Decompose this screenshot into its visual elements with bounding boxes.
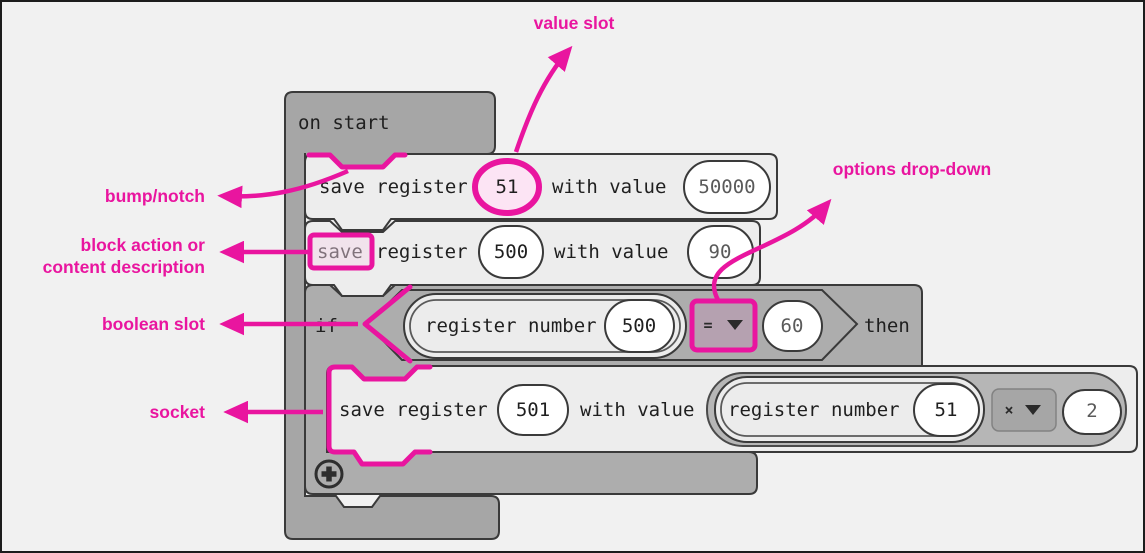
block4-label-mid: with value bbox=[580, 399, 694, 421]
then-keyword-label: then bbox=[864, 315, 910, 337]
block4-label-pre: save register bbox=[339, 399, 488, 421]
options-dropdown-label: options drop-down bbox=[833, 159, 991, 179]
triangle-down-icon bbox=[1025, 405, 1041, 415]
condition-lhs-inner-outline bbox=[409, 299, 681, 353]
block-action-label-line2: content description bbox=[43, 257, 205, 277]
condition-register-value: 500 bbox=[622, 315, 656, 337]
expr-value-slot[interactable] bbox=[1062, 389, 1122, 435]
block1-value: 50000 bbox=[698, 176, 755, 198]
bump-notch-trace bbox=[306, 152, 408, 170]
block2-value: 90 bbox=[709, 241, 732, 263]
condition-register-slot[interactable] bbox=[604, 299, 675, 353]
options-dropdown-arrow bbox=[711, 198, 832, 302]
bump-notch-label: bump/notch bbox=[105, 186, 205, 206]
boolean-slot-label: boolean slot bbox=[102, 314, 205, 334]
block2-register-value: 500 bbox=[494, 241, 528, 263]
triangle-down-icon bbox=[727, 320, 743, 330]
block1-register-slot-highlighted[interactable] bbox=[472, 158, 542, 216]
math-operator-dropdown[interactable] bbox=[991, 388, 1057, 432]
comparison-operator-value: = bbox=[703, 316, 712, 334]
comparison-operator-dropdown[interactable] bbox=[689, 298, 758, 353]
block2-label-mid: with value bbox=[554, 241, 668, 263]
block4-register-slot[interactable] bbox=[497, 384, 569, 436]
socket-label: socket bbox=[150, 402, 206, 422]
on-start-label: on start bbox=[298, 112, 390, 134]
block4-register-value: 501 bbox=[516, 399, 550, 421]
expr-register-number-block[interactable] bbox=[714, 376, 985, 443]
condition-rhs-value: 60 bbox=[781, 315, 804, 337]
math-operator-value: × bbox=[1004, 401, 1013, 419]
plus-icon[interactable] bbox=[314, 459, 344, 489]
expr-register-value: 51 bbox=[935, 399, 958, 421]
block-action-label-line1: block action or bbox=[81, 235, 206, 255]
block1-register-value: 51 bbox=[496, 176, 519, 198]
on-start-block[interactable] bbox=[284, 91, 500, 540]
block1-label-mid: with value bbox=[552, 176, 666, 198]
block-action-highlight-box bbox=[307, 232, 375, 271]
block1-label-pre: save register bbox=[319, 176, 468, 198]
block2-action-label: save bbox=[317, 241, 363, 263]
block2-label-pre: register bbox=[376, 241, 468, 263]
expr-register-slot[interactable] bbox=[913, 383, 980, 437]
condition-rhs-slot[interactable] bbox=[762, 300, 823, 352]
expr-value: 2 bbox=[1086, 400, 1097, 422]
boolean-slot-trace bbox=[362, 284, 413, 364]
condition-lhs-label: register number bbox=[425, 315, 597, 337]
block2-register-slot[interactable] bbox=[478, 225, 544, 279]
socket-trace bbox=[326, 364, 433, 467]
value-slot-arrow bbox=[513, 45, 573, 153]
bump-notch-arrow bbox=[217, 168, 349, 209]
value-slot-label: value slot bbox=[534, 13, 615, 33]
block1-value-slot[interactable] bbox=[683, 160, 771, 214]
expr-label: register number bbox=[728, 399, 900, 421]
